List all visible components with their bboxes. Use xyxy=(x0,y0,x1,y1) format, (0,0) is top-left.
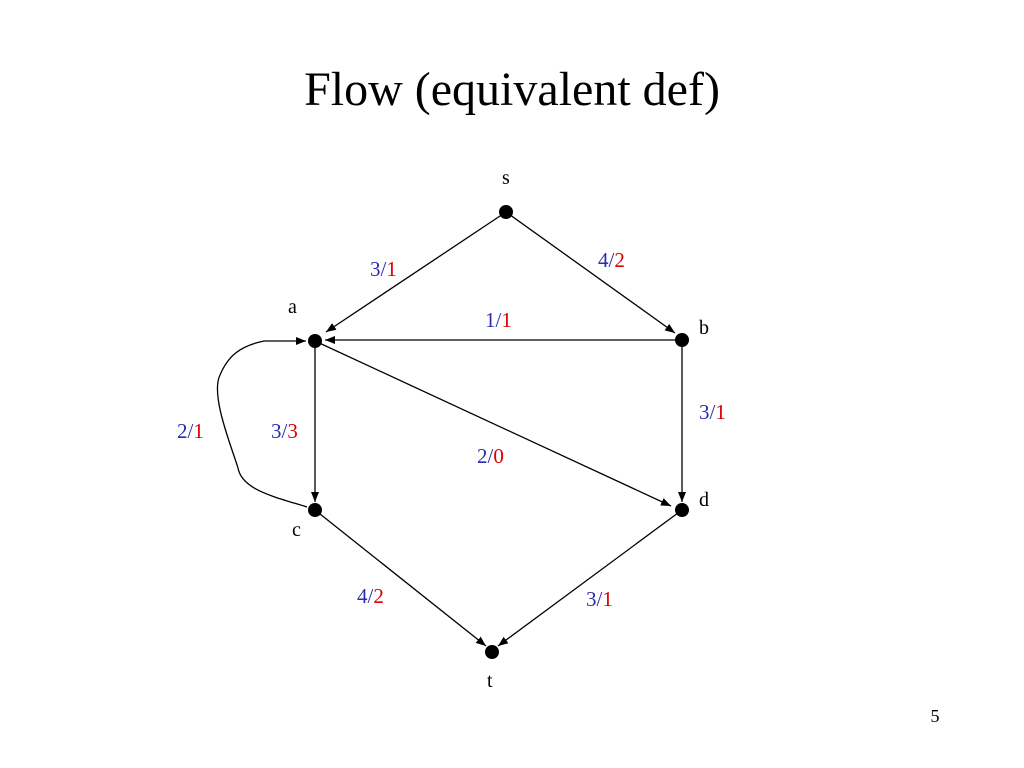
node-s xyxy=(499,205,513,219)
edge-label-b-a: 1/1 xyxy=(485,308,512,332)
edge-label-c-a: 2/1 xyxy=(177,419,204,443)
capacity-value: 3 xyxy=(586,587,597,611)
edge-label-a-d: 2/0 xyxy=(477,444,504,468)
node-label-a: a xyxy=(288,296,297,318)
flow-value: 3 xyxy=(287,419,298,443)
edge-s-a xyxy=(325,211,507,333)
node-label-d: d xyxy=(699,489,709,511)
flow-value: 1 xyxy=(602,587,613,611)
flow-value: 1 xyxy=(715,400,726,424)
edge-label-b-d: 3/1 xyxy=(699,400,726,424)
edge-c-a xyxy=(216,337,308,508)
capacity-value: 3 xyxy=(370,257,381,281)
slide-title: Flow (equivalent def) xyxy=(304,63,720,116)
flow-value: 1 xyxy=(193,419,204,443)
node-label-b: b xyxy=(699,317,709,339)
flow-value: 1 xyxy=(386,257,397,281)
edge-d-t xyxy=(497,509,683,647)
node-label-s: s xyxy=(502,167,510,189)
node-a xyxy=(308,334,322,348)
capacity-value: 4 xyxy=(357,584,368,608)
capacity-value: 4 xyxy=(598,248,609,272)
flow-value: 1 xyxy=(501,308,512,332)
node-label-t: t xyxy=(487,670,493,692)
capacity-value: 1 xyxy=(485,308,496,332)
flow-value: 2 xyxy=(614,248,625,272)
node-t xyxy=(485,645,499,659)
edge-label-a-c: 3/3 xyxy=(271,419,298,443)
edge-label-s-a: 3/1 xyxy=(370,257,397,281)
flow-value: 0 xyxy=(493,444,504,468)
page-number: 5 xyxy=(930,706,940,726)
edge-s-b xyxy=(505,211,676,334)
capacity-value: 2 xyxy=(477,444,488,468)
capacity-value: 2 xyxy=(177,419,188,443)
node-label-c: c xyxy=(292,519,301,541)
flow-value: 2 xyxy=(373,584,384,608)
node-d xyxy=(675,503,689,517)
node-b xyxy=(675,333,689,347)
capacity-value: 3 xyxy=(699,400,710,424)
edge-a-d xyxy=(314,340,672,507)
node-c xyxy=(308,503,322,517)
edge-label-d-t: 3/1 xyxy=(586,587,613,611)
edge-label-s-b: 4/2 xyxy=(598,248,625,272)
capacity-value: 3 xyxy=(271,419,282,443)
edge-c-t xyxy=(314,509,487,647)
edge-label-c-t: 4/2 xyxy=(357,584,384,608)
